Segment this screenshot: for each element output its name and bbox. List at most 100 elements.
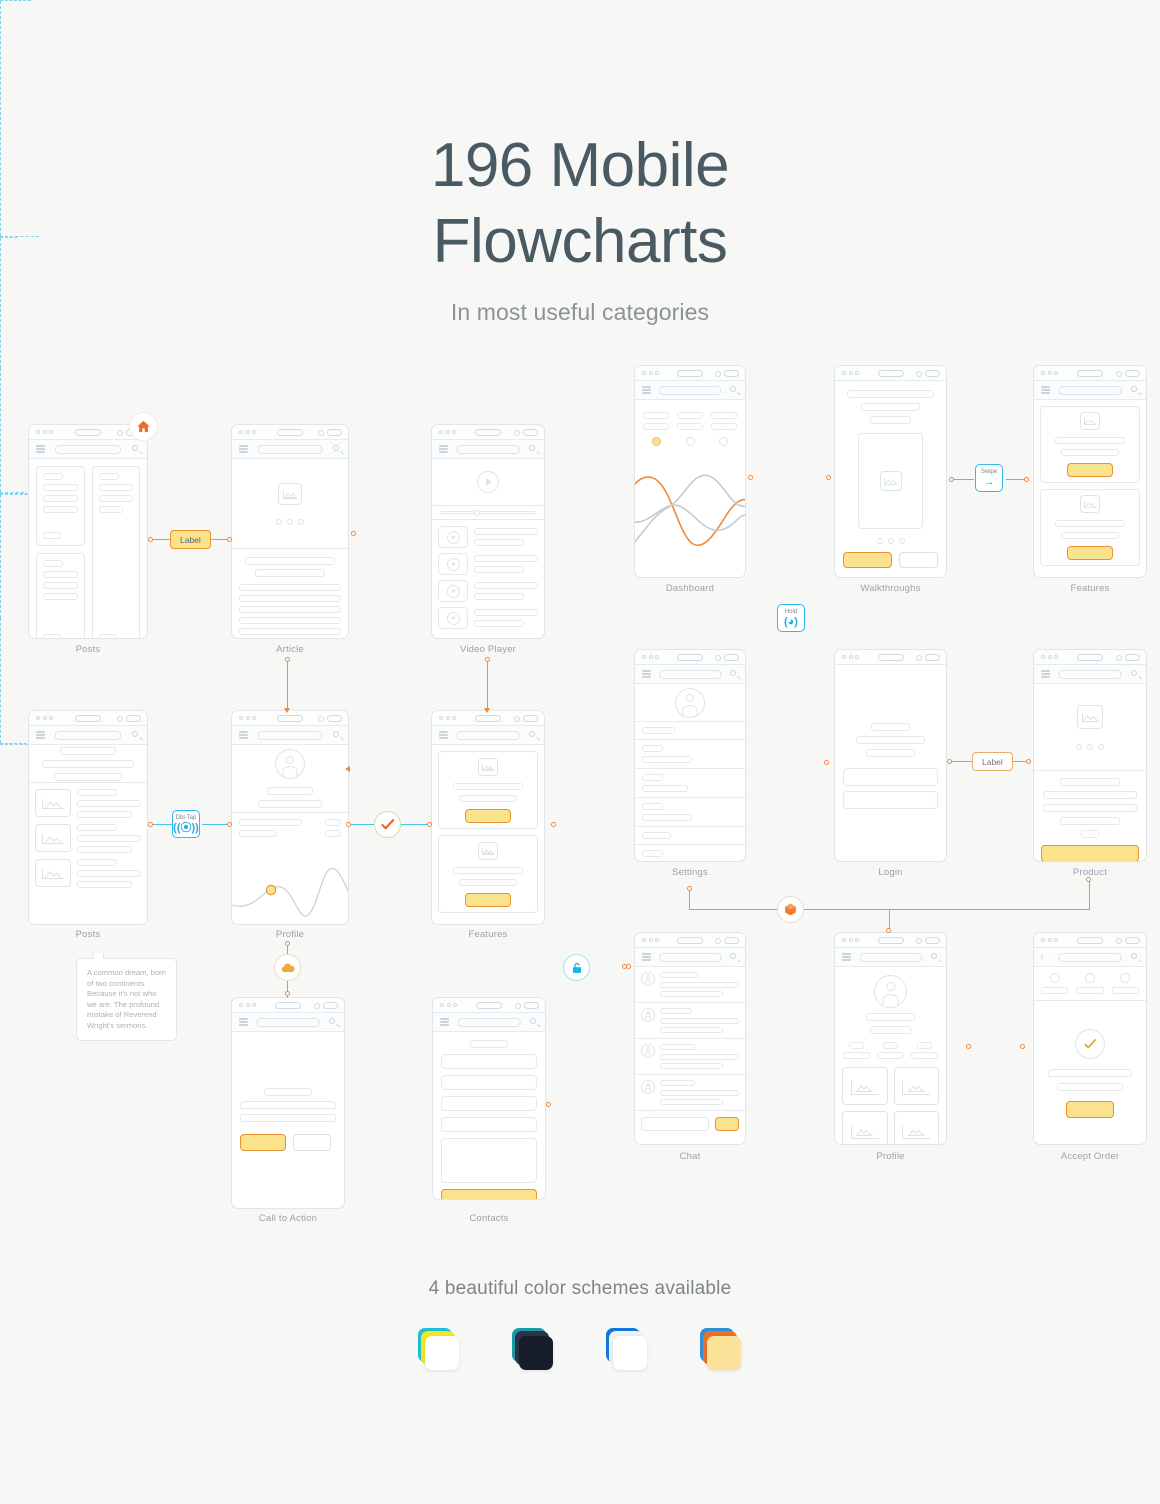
stat-selected-dot[interactable] (651, 437, 661, 446)
back-icon[interactable]: ‹ (1040, 951, 1044, 963)
screen-chat[interactable] (634, 932, 746, 1145)
post-card[interactable] (91, 466, 140, 638)
search-icon[interactable] (931, 953, 941, 963)
list-item[interactable] (35, 789, 141, 818)
screen-video-player[interactable] (431, 424, 545, 639)
post-card[interactable] (36, 553, 85, 638)
stat[interactable] (911, 1042, 938, 1059)
stat[interactable] (843, 1042, 870, 1059)
screen-walkthroughs[interactable] (834, 365, 947, 578)
menu-icon[interactable] (439, 731, 448, 739)
search-icon[interactable] (730, 386, 740, 396)
swatch-scheme-4[interactable] (700, 1328, 742, 1370)
feature-card[interactable] (1040, 406, 1140, 483)
screen-settings[interactable] (634, 649, 746, 862)
carousel-dots[interactable] (876, 538, 905, 544)
search-input[interactable] (1058, 953, 1122, 962)
photo-tile[interactable] (893, 1067, 939, 1105)
search-input[interactable] (456, 445, 520, 454)
list-item[interactable] (35, 824, 141, 853)
nav-bar[interactable] (232, 440, 348, 459)
search-icon[interactable] (1131, 386, 1141, 396)
settings-row[interactable] (635, 827, 745, 845)
video-stage[interactable] (432, 459, 544, 506)
settings-row[interactable] (635, 845, 745, 861)
scrubber-handle[interactable] (473, 509, 480, 516)
badge-lock[interactable] (563, 954, 590, 981)
skip-button[interactable] (898, 552, 938, 568)
nav-bar[interactable] (835, 948, 946, 967)
nav-bar[interactable] (232, 726, 348, 745)
feature-cta-button[interactable] (1067, 546, 1113, 560)
list-item[interactable] (35, 859, 141, 888)
settings-row[interactable] (635, 722, 745, 740)
form-field[interactable] (441, 1075, 537, 1090)
send-button[interactable] (715, 1117, 739, 1131)
menu-icon[interactable] (239, 731, 248, 739)
menu-icon[interactable] (239, 1018, 248, 1026)
carousel-dots[interactable] (1076, 743, 1104, 750)
screen-login[interactable] (834, 649, 947, 862)
menu-icon[interactable] (439, 445, 448, 453)
chat-row[interactable] (635, 1075, 745, 1111)
nav-bar[interactable] (29, 440, 147, 459)
nav-bar[interactable] (432, 726, 544, 745)
search-input[interactable] (859, 953, 922, 962)
badge-home[interactable] (129, 412, 158, 441)
feature-cta-button[interactable] (1067, 463, 1113, 477)
search-icon[interactable] (333, 731, 343, 741)
form-textarea[interactable] (441, 1138, 537, 1183)
video-scrubber[interactable] (432, 506, 544, 520)
badge-check[interactable] (374, 811, 401, 838)
menu-icon[interactable] (642, 953, 651, 961)
nav-bar[interactable] (635, 665, 745, 684)
search-icon[interactable] (530, 1018, 540, 1028)
screen-accept-order[interactable]: ‹ (1033, 932, 1147, 1145)
search-input[interactable] (54, 445, 122, 454)
nav-bar[interactable] (635, 381, 745, 400)
feature-cta-button[interactable] (465, 808, 511, 823)
menu-icon[interactable] (36, 445, 45, 453)
order-step[interactable] (1041, 973, 1069, 994)
stat[interactable] (877, 1042, 904, 1059)
nav-bar[interactable] (432, 440, 544, 459)
menu-icon[interactable] (1041, 386, 1050, 394)
photo-tile[interactable] (842, 1111, 888, 1144)
settings-row[interactable] (635, 769, 745, 798)
search-icon[interactable] (529, 445, 539, 455)
search-input[interactable] (54, 731, 122, 740)
screen-product[interactable] (1033, 649, 1147, 862)
list-item[interactable] (438, 580, 538, 602)
list-item[interactable] (438, 526, 538, 548)
carousel-dots[interactable] (276, 518, 304, 525)
screen-contacts[interactable] (432, 997, 546, 1200)
menu-icon[interactable] (642, 386, 651, 394)
post-card[interactable] (36, 466, 85, 546)
badge-swipe[interactable]: Swipe → (975, 464, 1003, 492)
stat-dot[interactable] (685, 437, 695, 446)
buy-button[interactable] (1041, 845, 1139, 861)
search-icon[interactable] (730, 953, 740, 963)
swatch-scheme-1[interactable] (418, 1328, 460, 1370)
form-field[interactable] (441, 1096, 537, 1111)
menu-icon[interactable] (239, 445, 248, 453)
search-icon[interactable] (1131, 670, 1141, 680)
search-input[interactable] (659, 386, 721, 395)
feature-card[interactable] (438, 751, 538, 829)
search-input[interactable] (257, 445, 323, 454)
search-icon[interactable] (730, 670, 740, 680)
search-icon[interactable] (329, 1018, 339, 1028)
nav-bar[interactable] (1034, 665, 1146, 684)
screen-features-right[interactable] (1033, 365, 1147, 578)
next-button[interactable] (843, 552, 892, 568)
search-input[interactable] (1058, 386, 1122, 395)
submit-button[interactable] (441, 1189, 537, 1199)
badge-label-1[interactable]: Label (170, 530, 211, 549)
primary-button[interactable] (240, 1134, 287, 1151)
search-icon[interactable] (529, 731, 539, 741)
secondary-button[interactable] (293, 1134, 332, 1151)
nav-bar[interactable] (29, 726, 147, 745)
list-item[interactable] (438, 607, 538, 629)
search-input[interactable] (257, 731, 323, 740)
badge-dbl-tap[interactable]: Dbl-Tap ((⦿)) (172, 810, 200, 838)
